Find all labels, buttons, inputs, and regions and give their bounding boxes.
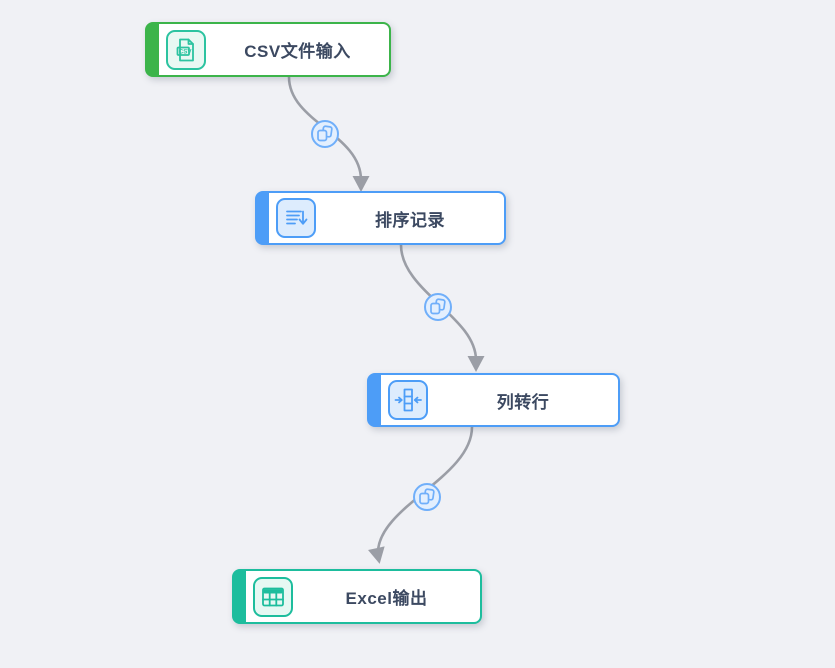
node-csv-input[interactable]: CSV CSV文件输入 <box>145 22 391 77</box>
table-icon <box>253 576 293 617</box>
csv-file-icon: CSV <box>166 29 206 70</box>
node-sort-rows[interactable]: 排序记录 <box>255 191 506 245</box>
edge-normaliser-to-excel[interactable] <box>368 426 474 566</box>
sort-rows-icon <box>276 198 316 238</box>
hop-copy-marker[interactable] <box>311 120 339 148</box>
node-row-normaliser[interactable]: 列转行 <box>367 373 620 427</box>
node-label: CSV文件输入 <box>244 42 351 61</box>
column-to-row-icon <box>388 380 428 420</box>
edge-csv-to-sort[interactable] <box>287 76 370 192</box>
node-accent-bar <box>256 192 269 244</box>
arrowhead-icon <box>467 356 485 372</box>
node-label: 列转行 <box>496 392 550 412</box>
svg-text:CSV: CSV <box>179 48 193 55</box>
hop-copy-marker[interactable] <box>413 483 441 511</box>
node-label: 排序记录 <box>375 210 445 230</box>
arrowhead-icon <box>368 546 385 564</box>
node-label: Excel输出 <box>345 589 428 608</box>
node-accent-bar <box>368 374 381 426</box>
hop-copy-marker[interactable] <box>424 293 452 321</box>
node-excel-output[interactable]: Excel输出 <box>232 569 482 624</box>
edge-sort-to-normaliser[interactable] <box>399 244 485 372</box>
node-accent-bar <box>146 23 159 76</box>
arrowhead-icon <box>352 176 370 192</box>
node-accent-bar <box>233 570 246 623</box>
